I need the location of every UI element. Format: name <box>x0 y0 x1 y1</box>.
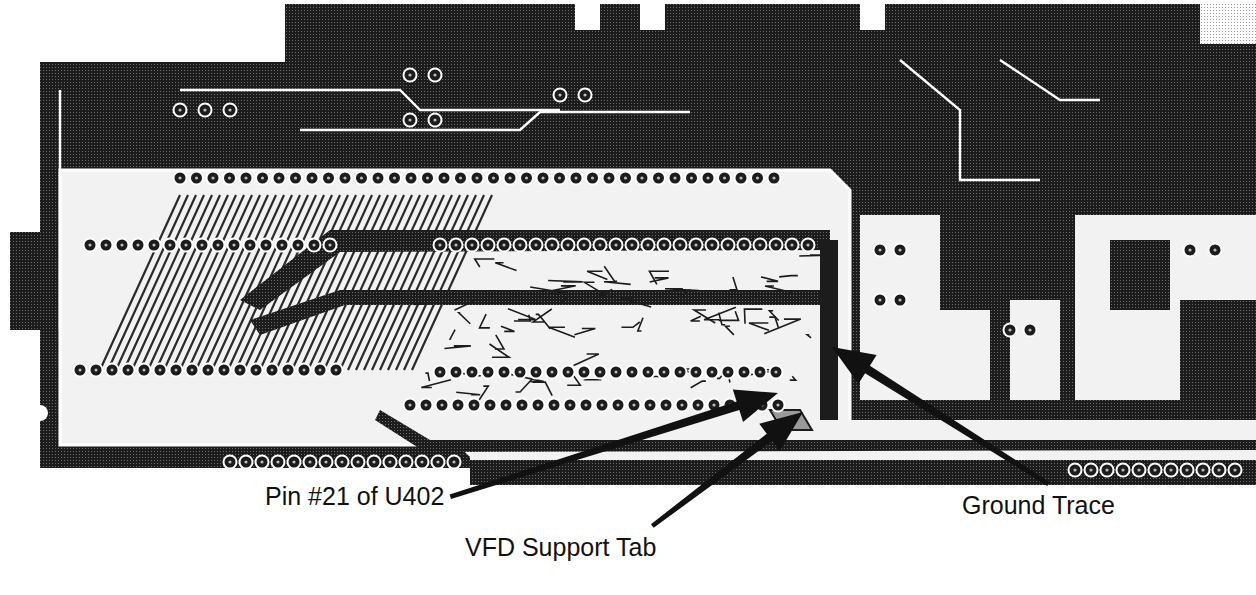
leader-arrow <box>450 389 778 498</box>
board-fade <box>1200 4 1256 44</box>
callout-label: Ground Trace <box>962 492 1115 520</box>
leader-arrow <box>832 347 1050 486</box>
copper-gap <box>1075 215 1256 400</box>
bus-band <box>250 290 820 335</box>
traces <box>60 60 1100 404</box>
callout-label: Pin #21 of U402 <box>265 483 444 511</box>
callout-label: VFD Support Tab <box>465 534 656 562</box>
board-outline <box>10 4 1256 485</box>
bus-band <box>375 410 1256 452</box>
copper-gap <box>1010 300 1060 400</box>
solder-pads <box>73 68 1243 478</box>
ground-trace <box>820 240 838 420</box>
mounting-hole <box>32 405 48 421</box>
leader-arrow <box>651 412 803 528</box>
copper-pour <box>1180 300 1256 400</box>
copper-pour <box>940 210 1010 310</box>
copper-pour <box>1110 240 1170 310</box>
